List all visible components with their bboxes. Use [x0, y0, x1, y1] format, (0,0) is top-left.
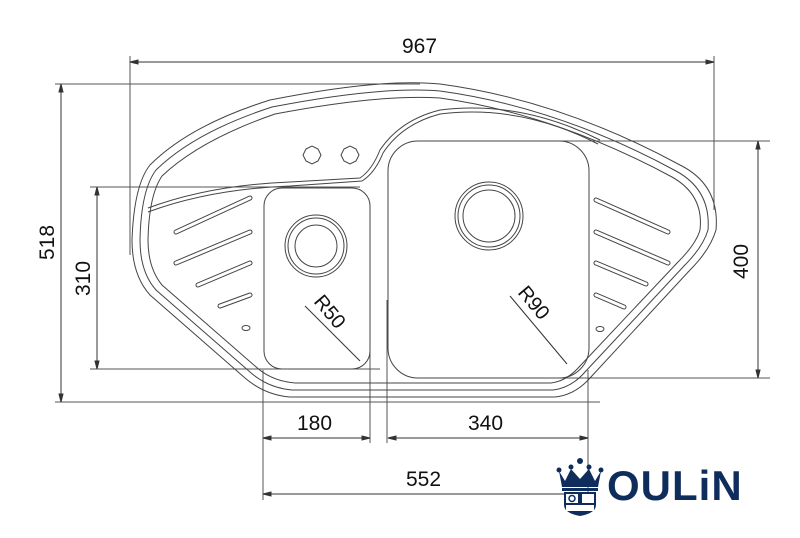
sink-outline [131, 82, 717, 398]
large-bowl [387, 140, 590, 379]
left-drainboard-grooves [173, 195, 253, 331]
crown-shield-icon [556, 458, 604, 516]
overall-width-label: 967 [402, 35, 438, 58]
tap-hole-icon [302, 145, 322, 165]
overall-depth-label: 518 [36, 224, 60, 261]
brand-logo: OULiN [555, 455, 770, 517]
dimension-lines [58, 59, 761, 497]
small-bowl [263, 187, 371, 370]
tap-deck-edge-inner [147, 111, 599, 213]
small-bowl-width-label: 180 [297, 412, 333, 435]
small-bowl-drain-icon [284, 214, 348, 278]
brand-name: OULiN [607, 462, 743, 509]
small-bowl-depth-label: 310 [72, 260, 96, 297]
large-bowl-drain-icon [454, 181, 524, 251]
bowls-total-width-label: 552 [406, 468, 442, 491]
large-bowl-depth-label: 400 [730, 243, 754, 280]
tap-deck-edge [147, 107, 601, 209]
large-bowl-width-label: 340 [468, 412, 504, 435]
right-drainboard-grooves [593, 197, 671, 332]
tap-hole-icon [340, 145, 360, 165]
